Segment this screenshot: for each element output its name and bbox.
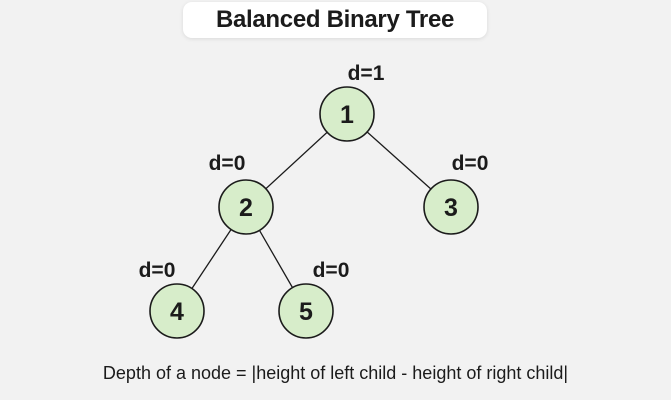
depth-label-node-1: d=1 [348,62,385,85]
depth-label-node-2: d=0 [209,152,246,175]
title-card: Balanced Binary Tree [183,2,487,38]
tree-node-4-value: 4 [170,298,184,326]
tree-node-2-circle [218,179,274,235]
tree-node-5-circle [278,283,334,339]
depth-formula-caption: Depth of a node = |height of left child … [102,363,569,383]
tree-node-1-circle [319,86,375,142]
depth-label-node-5: d=0 [313,259,350,282]
depth-label-node-4: d=0 [139,259,176,282]
tree-node-3-value: 3 [444,194,458,222]
tree-node-1-value: 1 [340,101,354,129]
tree-node-2-value: 2 [239,194,253,222]
page-title: Balanced Binary Tree [215,6,455,33]
tree-node-4-circle [149,283,205,339]
depth-label-node-3: d=0 [452,152,489,175]
tree-node-5-value: 5 [299,298,313,326]
tree-node-3-circle [423,179,479,235]
